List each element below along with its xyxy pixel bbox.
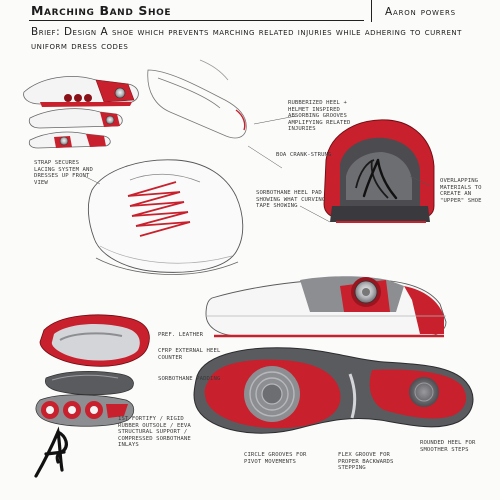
ap-monogram-large bbox=[362, 158, 398, 200]
outsole-bottom-view bbox=[193, 347, 474, 434]
note-sorbothane-heel: Sorbothane heel pad showing what curving… bbox=[256, 190, 326, 210]
note-layers: 1st fortify / rigid rubber outsole / eev… bbox=[118, 416, 191, 449]
small-shoe-sketch-2 bbox=[28, 108, 123, 129]
ap-monogram-logo bbox=[34, 426, 68, 478]
heel-counter-component bbox=[39, 314, 150, 367]
small-shoe-sketch-1 bbox=[23, 76, 139, 107]
note-strap: Strap secures lacing system and dresses … bbox=[34, 160, 93, 186]
outsole-layer-component bbox=[35, 394, 135, 427]
design-brief: Brief: Design A shoe which prevents marc… bbox=[31, 26, 462, 52]
note-flex-groove: Flex groove for proper backwards steppin… bbox=[338, 452, 394, 472]
author-name: Aaron powers bbox=[385, 6, 456, 18]
sheet-title: Marching Band Shoe bbox=[31, 3, 172, 18]
note-sorbothane-padding: Sorbothane padding bbox=[158, 376, 221, 382]
note-overlapping: Overlapping materials to create an "uppe… bbox=[440, 178, 482, 204]
heel-rear-view bbox=[323, 119, 435, 223]
note-cfrp: CFRP external heel counter bbox=[158, 348, 221, 361]
boa-side-view bbox=[205, 276, 447, 338]
title-underline bbox=[29, 20, 364, 21]
laced-shoe-sketch bbox=[87, 159, 244, 275]
small-shoe-sketch-3 bbox=[28, 131, 111, 149]
header-divider bbox=[371, 0, 372, 22]
note-rounded-heel: Rounded heel for smoother steps bbox=[420, 440, 476, 453]
note-circle-grooves: Circle grooves for pivot movements bbox=[244, 452, 307, 465]
outline-shoe-sketch bbox=[147, 59, 247, 139]
sorbothane-pad-component bbox=[44, 371, 134, 396]
note-pref-leather: Pref. leather bbox=[158, 332, 204, 338]
note-boa: Boa crank-strung bbox=[276, 152, 332, 158]
annotation-leaders bbox=[83, 115, 431, 223]
note-heel-helmet: Rubberized heel + helmet inspired absorb… bbox=[288, 100, 351, 133]
